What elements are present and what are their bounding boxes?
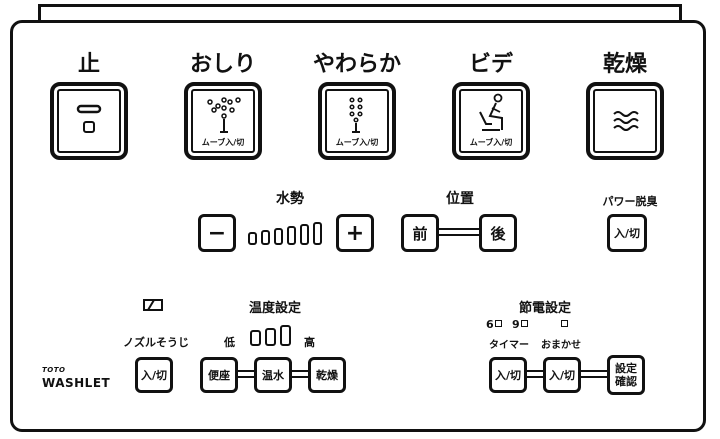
washlet-logo: WASHLET [42,376,111,390]
bidet-button[interactable]: ムーブ入/切 [452,82,530,160]
temp-low-label: 低 [224,336,235,349]
omakase-button-label: 入/切 [548,369,576,382]
bidet-move-label: ムーブ入/切 [469,138,513,147]
temp-level-2 [265,328,276,346]
timer-9h-indicator [521,320,528,327]
oshiri-label: おしり [189,52,256,77]
omakase-label: おまかせ [541,340,581,351]
water-temp-button[interactable]: 温水 [254,357,292,393]
water-pressure-minus-button[interactable]: − [198,214,236,252]
oshiri-move-label: ムーブ入/切 [201,138,245,147]
energy-saving-title: 節電設定 [518,301,571,316]
power-deodorize-title: パワー脱臭 [602,195,658,208]
setting-confirm-button[interactable]: 設定 確認 [607,355,645,395]
temp-high-label: 高 [304,336,315,349]
bidet-label: ビデ [468,52,513,77]
seat-temp-button[interactable]: 便座 [200,357,238,393]
pressure-level-4 [287,226,296,245]
dry-wave-icon [613,111,639,131]
pressure-level-1 [248,232,257,245]
yawaraka-button[interactable]: ムーブ入/切 [318,82,396,160]
confirm-label: 確認 [615,375,637,388]
position-connector [439,228,479,236]
toto-logo: TOTO [42,366,66,374]
stop-button[interactable] [50,82,128,160]
back-label: 後 [490,224,506,243]
nozzle-clean-icon [143,299,163,311]
water-temp-label: 温水 [262,369,284,382]
stop-label: 止 [77,52,100,77]
water-pressure-plus-button[interactable]: + [336,214,374,252]
timer-button-label: 入/切 [494,369,522,382]
pressure-level-5 [300,224,309,245]
pressure-level-3 [274,228,283,245]
temperature-title: 温度設定 [248,301,301,316]
stop-icon [76,104,102,133]
power-deodorize-button[interactable]: 入/切 [607,214,647,252]
setting-label: 設定 [615,362,637,375]
bidet-person-icon [479,93,503,131]
temp-connector-2 [292,370,308,378]
omakase-indicator [561,320,568,327]
dry-button[interactable] [586,82,664,160]
timer-6h-label: 6 [486,318,494,331]
timer-9h-label: 9 [512,318,520,331]
front-label: 前 [412,224,428,243]
yawaraka-spray-icon [349,97,363,133]
nozzle-clean-button-label: 入/切 [140,369,168,382]
position-title: 位置 [446,191,474,207]
seat-temp-label: 便座 [208,369,230,382]
plus-label: + [345,220,365,246]
timer-6h-indicator [495,320,502,327]
yawaraka-label: やわらか [312,52,401,77]
pressure-level-2 [261,230,270,245]
position-front-button[interactable]: 前 [401,214,439,252]
minus-label: − [207,220,227,246]
dry-temp-label: 乾燥 [316,369,338,382]
temp-connector-1 [238,370,254,378]
dry-label: 乾燥 [602,52,647,77]
pressure-level-6 [313,222,322,245]
timer-button[interactable]: 入/切 [489,357,527,393]
position-back-button[interactable]: 後 [479,214,517,252]
dry-temp-button[interactable]: 乾燥 [308,357,346,393]
nozzle-clean-label: ノズルそうじ [123,336,189,349]
nozzle-clean-button[interactable]: 入/切 [135,357,173,393]
yawaraka-move-label: ムーブ入/切 [335,138,379,147]
temp-level-1 [250,330,261,346]
energy-connector-1 [527,370,543,378]
timer-label: タイマー [489,340,529,351]
panel-top-tab [38,4,682,20]
oshiri-spray-icon [207,97,241,133]
omakase-button[interactable]: 入/切 [543,357,581,393]
temp-level-3 [280,325,291,346]
power-deodorize-button-label: 入/切 [613,227,641,240]
energy-connector-2 [581,370,607,378]
water-pressure-title: 水勢 [276,191,304,207]
oshiri-button[interactable]: ムーブ入/切 [184,82,262,160]
